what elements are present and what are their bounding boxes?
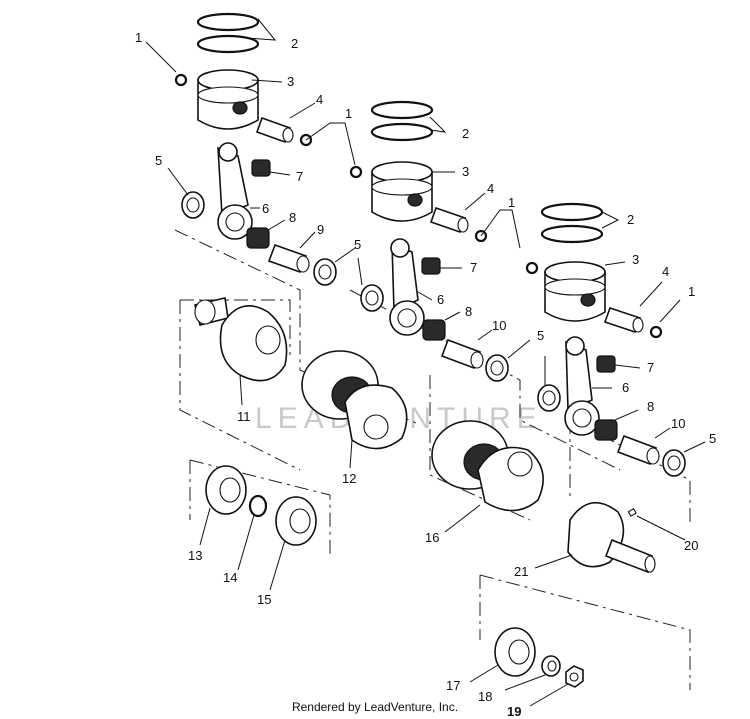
callout-10: 10 (671, 416, 685, 431)
callout-8: 8 (289, 210, 296, 225)
callout-11: 11 (237, 409, 251, 424)
callout-1: 1 (345, 106, 352, 121)
crankshaft-sections (194, 297, 656, 574)
callout-20: 20 (684, 538, 698, 553)
callout-5: 5 (155, 153, 162, 168)
cylinder-a-parts (174, 12, 337, 286)
callout-18: 18 (478, 689, 492, 704)
callout-2: 2 (291, 36, 298, 51)
leader-lines (145, 18, 706, 707)
callout-2: 2 (462, 126, 469, 141)
render-credit: Rendered by LeadVenture, Inc. (291, 700, 459, 714)
callout-8: 8 (465, 304, 472, 319)
callout-6: 6 (622, 380, 629, 395)
callout-5: 5 (354, 237, 361, 252)
callout-4: 4 (662, 264, 669, 279)
callout-3: 3 (287, 74, 294, 89)
callout-5: 5 (537, 328, 544, 343)
callout-3: 3 (462, 164, 469, 179)
callout-19: 19 (507, 704, 521, 719)
callout-13: 13 (188, 548, 202, 563)
callout-4: 4 (487, 181, 494, 196)
callout-7: 7 (470, 260, 477, 275)
callout-4: 4 (316, 92, 323, 107)
callout-7: 7 (647, 360, 654, 375)
callout-14: 14 (223, 570, 237, 585)
callout-7: 7 (296, 169, 303, 184)
callout-1: 1 (508, 195, 515, 210)
callout-6: 6 (262, 201, 269, 216)
callout-10: 10 (492, 318, 506, 333)
bearings-hardware (205, 465, 584, 688)
callout-5: 5 (709, 431, 716, 446)
callout-15: 15 (257, 592, 271, 607)
callout-1: 1 (688, 284, 695, 299)
callout-3: 3 (632, 252, 639, 267)
callout-8: 8 (647, 399, 654, 414)
callout-21: 21 (514, 564, 528, 579)
callout-12: 12 (342, 471, 356, 486)
callout-labels: 1 2 3 4 1 5 6 7 8 9 5 2 3 4 1 7 6 8 10 5… (135, 30, 716, 719)
callout-2: 2 (627, 212, 634, 227)
callout-17: 17 (446, 678, 460, 693)
callout-1: 1 (135, 30, 142, 45)
cylinder-c-parts (525, 202, 686, 477)
cylinder-b-parts (349, 100, 509, 382)
callout-6: 6 (437, 292, 444, 307)
callout-9: 9 (317, 222, 324, 237)
callout-16: 16 (425, 530, 439, 545)
